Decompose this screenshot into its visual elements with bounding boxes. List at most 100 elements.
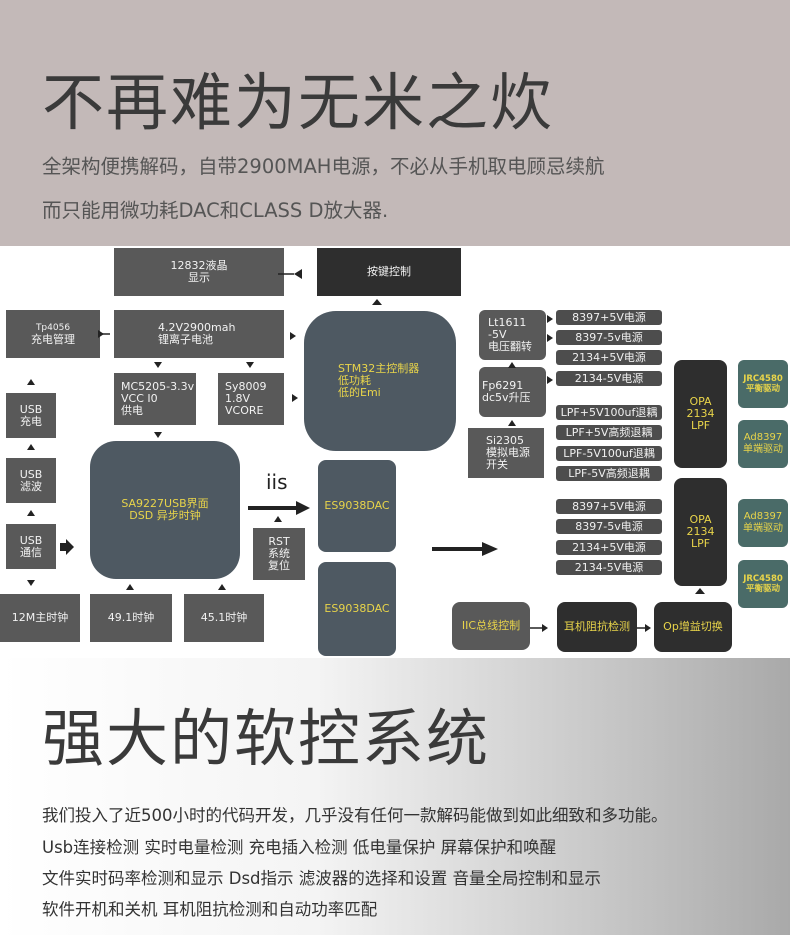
impedance-label: 耳机阻抗检测 <box>564 620 630 633</box>
mc5205-box: MC5205-3.3v VCC I0 供电 <box>114 373 196 425</box>
power-top-3: 2134+5V电源 <box>556 350 662 365</box>
clock-12m-label: 12M主时钟 <box>11 611 69 624</box>
sy8009-line-2: 1.8V <box>225 392 251 405</box>
lcd-line-2: 显示 <box>188 271 210 284</box>
sy8009-line-1: Sy8009 <box>225 380 267 393</box>
arrow-clock-49-up <box>126 584 134 590</box>
sa9227-line-2: DSD 异步时钟 <box>129 509 201 522</box>
lt1611-line-3: 电压翻转 <box>488 340 532 353</box>
rst-line-1: RST <box>268 535 290 548</box>
arrow-battery-to-sy8009 <box>246 362 254 368</box>
header-panel: 不再难为无米之炊 全架构便携解码，自带2900MAH电源，不必从手机取电顾忌续航… <box>0 0 790 246</box>
clock-45-label: 45.1时钟 <box>200 611 248 624</box>
gain-label: Op增益切换 <box>663 620 723 633</box>
opa-bottom-box: OPA 2134 LPF <box>674 478 727 586</box>
sa9227-box: SA9227USB界面 DSD 异步时钟 <box>90 441 240 579</box>
si2305-box: Si2305 模拟电源 开关 <box>468 428 544 478</box>
softcontrol-line-2: Usb连接检测 实时电量检测 充电插入检测 低电量保护 屏幕保护和唤醒 <box>42 838 557 857</box>
arrow-sy8009-to-stm32 <box>292 394 298 402</box>
mc5205-line-1: MC5205-3.3v <box>121 380 195 393</box>
arrow-gain-to-opa <box>695 588 705 594</box>
arrow-usb-filter-up <box>27 444 35 450</box>
opa-bottom-line-2: 2134 <box>686 525 715 538</box>
softcontrol-line-4: 软件开机和关机 耳机阻抗检测和自动功率匹配 <box>42 900 378 919</box>
jrc-bottom-box: JRC4580 平衡驱动 <box>738 560 788 608</box>
rst-box: RST 系统 复位 <box>253 528 305 580</box>
tp4056-line-1: Tp4056 <box>35 323 71 333</box>
arrow-mc5205-to-sa9227 <box>154 432 162 438</box>
mc5205-line-2: VCC I0 <box>121 392 158 405</box>
es9038-a-label: ES9038DAC <box>324 499 390 512</box>
lcd-box: 12832液晶 显示 <box>114 248 284 296</box>
es9038-b-label: ES9038DAC <box>324 602 390 615</box>
arrow-usb-comm-up <box>27 510 35 516</box>
arrow-battery-to-stm32 <box>290 332 296 340</box>
usb-comm-line-2: 通信 <box>20 545 42 559</box>
arrow-usb-comm-to-sa9227 <box>60 539 74 555</box>
usb-filter-line-2: 滤波 <box>20 479 42 493</box>
stm32-box: STM32主控制器 低功耗 低的Emi <box>304 311 456 451</box>
es9038-b-box: ES9038DAC <box>318 562 396 656</box>
si2305-line-1: Si2305 <box>486 434 525 447</box>
jrc-top-line-1: JRC4580 <box>743 374 783 384</box>
ad-top-line-2: 单端驱动 <box>743 444 783 455</box>
arrow-keys-to-lcd <box>294 269 302 279</box>
arrow-fp6291-row <box>547 376 553 384</box>
lpf-row-3: LPF-5V100uf退耦 <box>556 446 662 461</box>
jrc-top-box: JRC4580 平衡驱动 <box>738 360 788 408</box>
gain-box: Op增益切换 <box>654 602 732 652</box>
battery-line-1: 4.2V2900mah <box>158 321 236 334</box>
mc5205-line-3: 供电 <box>121 404 143 417</box>
clock-49-label: 49.1时钟 <box>107 611 155 624</box>
sy8009-line-3: VCORE <box>225 404 264 417</box>
power-top-4: 2134-5V电源 <box>556 371 662 386</box>
opa-top-line-3: LPF <box>690 419 711 432</box>
iis-label: iis <box>266 470 288 494</box>
arrow-iic-to-impedance <box>542 624 548 632</box>
opa-bottom-line-3: LPF <box>690 537 711 550</box>
arrow-iis <box>248 501 310 515</box>
header-line-2: 而只能用微功耗DAC和CLASS D放大器. <box>42 199 389 222</box>
tp4056-line-2: 充电管理 <box>31 333 75 346</box>
softcontrol-title: 强大的软控系统 <box>42 702 491 775</box>
jrc-bottom-line-2: 平衡驱动 <box>745 584 780 594</box>
power-bottom-3: 2134+5V电源 <box>556 540 662 555</box>
battery-box: 4.2V2900mah 锂离子电池 <box>114 310 284 358</box>
stm32-line-2: 低功耗 <box>338 374 371 387</box>
fp6291-box: Fp6291 dc5v升压 <box>479 367 546 417</box>
impedance-box: 耳机阻抗检测 <box>557 602 637 652</box>
opa-top-box: OPA 2134 LPF <box>674 360 727 468</box>
arrow-battery-to-mc5205 <box>154 362 162 368</box>
lt1611-box: Lt1611 -5V 电压翻转 <box>479 310 546 360</box>
rst-line-2: 系统 <box>268 547 290 560</box>
arrow-usb-charge-up <box>27 379 35 385</box>
keys-label: 按键控制 <box>367 265 411 278</box>
arrow-si2305-to-fp6291 <box>508 420 516 426</box>
arrow-clock-45-up <box>218 584 226 590</box>
usb-comm-line-1: USB <box>19 533 43 547</box>
usb-charge-line-2: 充电 <box>20 414 42 428</box>
opa-top-line-2: 2134 <box>686 407 715 420</box>
lcd-line-1: 12832液晶 <box>170 259 228 272</box>
ad-bottom-line-2: 单端驱动 <box>743 523 783 534</box>
lt1611-line-1: Lt1611 <box>488 316 527 329</box>
clock-45-box: 45.1时钟 <box>184 594 264 642</box>
header-title: 不再难为无米之炊 <box>42 66 555 139</box>
battery-line-2: 锂离子电池 <box>158 333 213 346</box>
header-line-1: 全架构便携解码，自带2900MAH电源，不必从手机取电顾忌续航 <box>42 155 605 178</box>
usb-charge-box: USB 充电 <box>6 393 56 438</box>
power-bottom-1: 8397+5V电源 <box>556 499 662 514</box>
arrow-dac-to-output <box>432 542 498 556</box>
arrow-stm32-to-keys <box>372 299 382 305</box>
sy8009-box: Sy8009 1.8V VCORE <box>218 373 284 425</box>
rst-line-3: 复位 <box>268 559 290 572</box>
arrow-12m-up <box>27 580 35 586</box>
stm32-line-1: STM32主控制器 <box>338 362 420 375</box>
softcontrol-line-1: 我们投入了近500小时的代码开发，几乎没有任何一款解码能做到如此细致和多功能。 <box>42 806 668 825</box>
power-top-1: 8397+5V电源 <box>556 310 662 325</box>
fp6291-line-2: dc5v升压 <box>482 391 531 404</box>
keys-box: 按键控制 <box>317 248 461 296</box>
sa9227-line-1: SA9227USB界面 <box>121 497 209 510</box>
stm32-line-3: 低的Emi <box>338 386 381 399</box>
usb-filter-line-1: USB <box>19 467 43 481</box>
